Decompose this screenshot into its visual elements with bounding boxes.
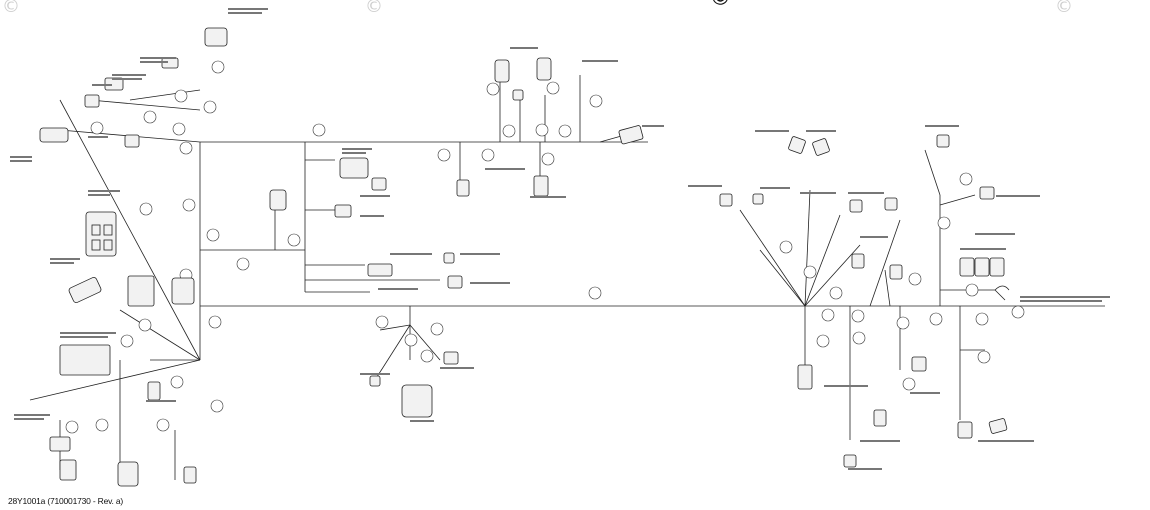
watermark-copyright-left: © — [2, 0, 20, 17]
figure-reference: 28Y1001a (710001730 - Rev. a) — [8, 496, 124, 506]
wire-loop — [994, 285, 1010, 291]
watermark-copyright-center: © — [365, 0, 383, 17]
harness-wires — [29, 75, 1105, 480]
connector-components — [39, 27, 1008, 487]
watermark-copyright-right: © — [1055, 0, 1073, 17]
wire-tag-markers — [65, 60, 1025, 434]
component-labels — [10, 8, 1110, 470]
